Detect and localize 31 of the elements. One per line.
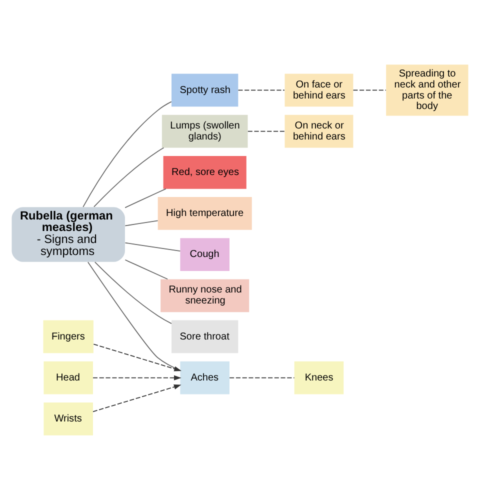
connector bbox=[124, 188, 166, 208]
connector bbox=[238, 90, 285, 91]
node-box: Knees bbox=[294, 361, 344, 394]
node-box: On neck or behind ears bbox=[284, 114, 354, 148]
connector bbox=[94, 147, 164, 208]
node-box: Sore throat bbox=[172, 320, 238, 354]
connector bbox=[124, 220, 158, 226]
node-box: Cough bbox=[180, 238, 230, 271]
node-box: Rubella (german measles) - Signs and symptoms bbox=[12, 207, 125, 262]
connector bbox=[88, 262, 181, 371]
connector bbox=[82, 101, 172, 208]
node-box: Head bbox=[44, 361, 93, 394]
arrow bbox=[92, 375, 182, 380]
connector bbox=[352, 90, 386, 91]
node-box: On face or behind ears bbox=[284, 74, 354, 107]
arrow bbox=[92, 384, 182, 412]
node-box: Spotty rash bbox=[172, 74, 238, 107]
node-box: Fingers bbox=[43, 320, 94, 354]
node-box: High temperature bbox=[158, 197, 252, 230]
node-box: Runny nose and sneezing bbox=[160, 279, 250, 312]
node-box: Red, sore eyes bbox=[163, 156, 246, 189]
connector bbox=[229, 377, 295, 378]
connector bbox=[124, 259, 168, 280]
connector bbox=[124, 242, 181, 252]
node-box: Wrists bbox=[44, 402, 93, 436]
node-box: Lumps (swollen glands) bbox=[162, 114, 248, 148]
arrow bbox=[93, 344, 182, 372]
node-box: Aches bbox=[180, 361, 230, 394]
connector bbox=[247, 130, 285, 132]
node-box: Spreading to neck and other parts of the body bbox=[386, 64, 468, 116]
connector bbox=[94, 262, 172, 324]
